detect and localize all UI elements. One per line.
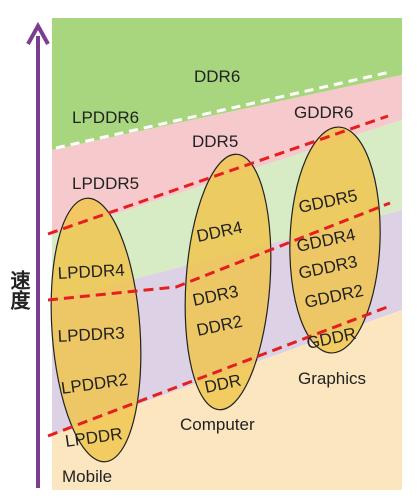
label-ddr5: DDR5 xyxy=(192,132,238,151)
band-ddr5 xyxy=(52,75,402,235)
axis-arrow-head-icon xyxy=(26,21,50,45)
label-lpddr6: LPDDR6 xyxy=(72,108,139,127)
axis-label: 速度 xyxy=(7,270,30,311)
band-labels: DDR6 LPDDR6 DDR5 GDDR6 LPDDR5 xyxy=(72,67,354,193)
speed-axis: 速度 xyxy=(7,21,50,488)
label-ddr6: DDR6 xyxy=(194,67,240,86)
mobile-caption: Mobile xyxy=(62,467,112,486)
red-dash-ddr5 xyxy=(47,114,389,236)
red-dash-ddr4 xyxy=(47,201,391,302)
graphics-ellipse xyxy=(289,126,381,354)
boundary-lines xyxy=(47,70,391,438)
group-ellipses xyxy=(50,126,381,463)
label-gddr6: GDDR6 xyxy=(294,103,354,122)
computer-caption: Computer xyxy=(180,415,255,434)
white-dash-ddr6 xyxy=(55,70,391,150)
computer-ellipse xyxy=(184,153,272,411)
mobile-ellipse xyxy=(50,197,142,463)
band-ddr6 xyxy=(52,18,402,150)
graphics-caption: Graphics xyxy=(298,369,366,388)
red-dash-ddr3 xyxy=(47,304,391,438)
mobile-item: LPDDR4 xyxy=(57,261,125,283)
mobile-item: LPDDR3 xyxy=(57,324,125,346)
label-lpddr5: LPDDR5 xyxy=(72,174,139,193)
